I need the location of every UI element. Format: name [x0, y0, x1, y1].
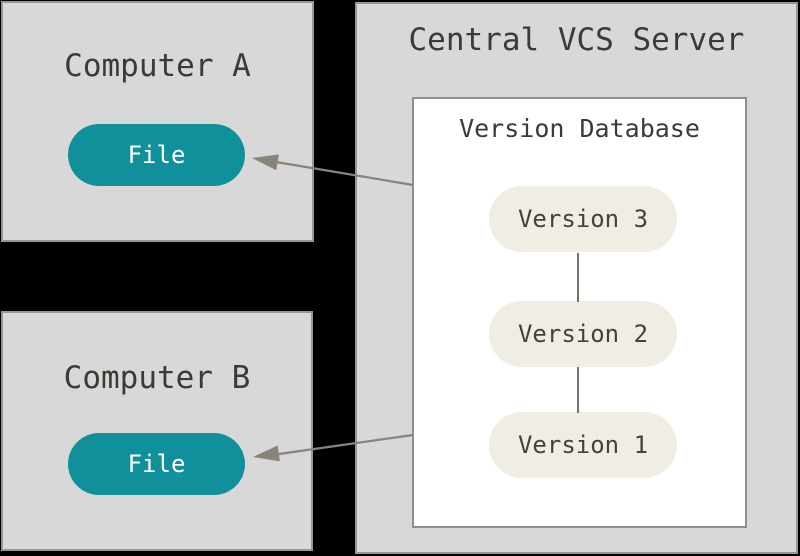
computer-a-box: Computer A File: [1, 1, 314, 242]
version-database-box: Version Database Version 3 Version 2 Ver…: [412, 97, 747, 528]
computer-a-title: Computer A: [64, 48, 251, 84]
computer-b-file-pill: File: [68, 433, 245, 495]
central-vcs-server-title: Central VCS Server: [408, 22, 745, 58]
computer-b-title: Computer B: [63, 360, 251, 396]
version-2-pill: Version 2: [489, 301, 677, 367]
central-vcs-server-box: Central VCS Server Version Database Vers…: [355, 2, 798, 554]
version-3-label: Version 3: [517, 205, 649, 233]
computer-a-file-label: File: [127, 141, 186, 169]
computer-b-box: Computer B File: [1, 311, 313, 551]
version-1-pill: Version 1: [489, 412, 677, 478]
version-2-label: Version 2: [517, 320, 649, 348]
computer-b-file-label: File: [127, 450, 186, 478]
version-1-label: Version 1: [517, 431, 649, 459]
computer-a-file-pill: File: [68, 124, 245, 186]
version-3-pill: Version 3: [489, 186, 677, 252]
version-database-title: Version Database: [459, 114, 700, 143]
